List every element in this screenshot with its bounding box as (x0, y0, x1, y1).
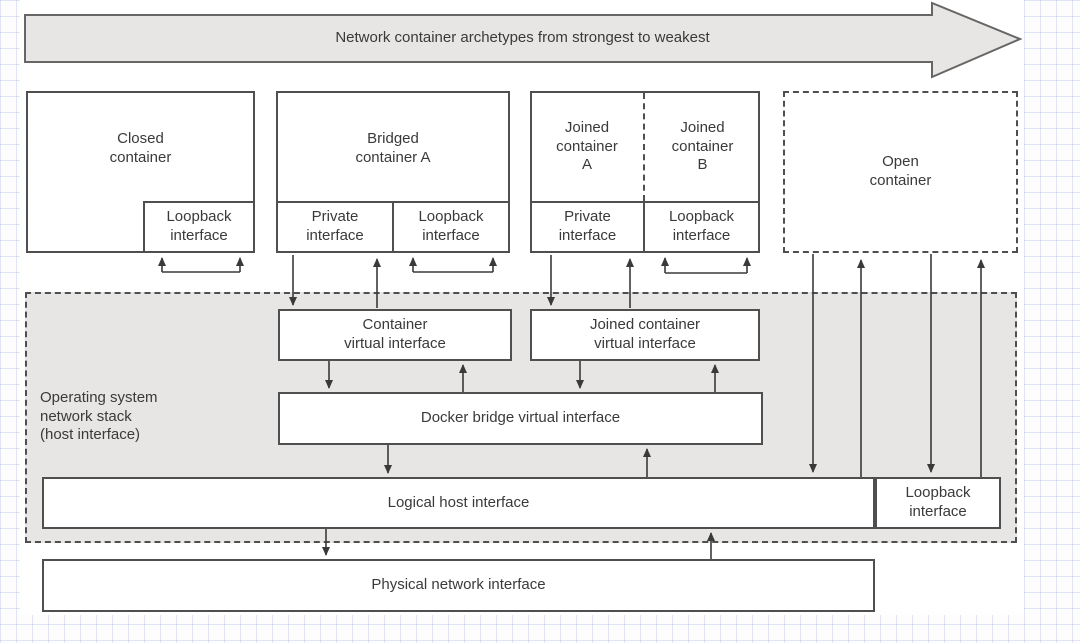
joined-container-divider (643, 93, 645, 201)
container-virtual-interface-box: Container virtual interface (278, 309, 512, 361)
bridged-container-title: Bridged container A (355, 129, 431, 166)
physical-network-interface-label: Physical network interface (371, 576, 546, 594)
container-virtual-interface-label: Container virtual interface (344, 316, 446, 352)
bridged-loopback-interface-cell: Loopback interface (392, 201, 510, 253)
closed-loopback-interface-cell: Loopback interface (143, 201, 255, 253)
bridged-loopback-label: Loopback interface (418, 208, 484, 244)
docker-bridge-virtual-interface-box: Docker bridge virtual interface (278, 392, 763, 445)
bridged-private-label: Private interface (306, 208, 364, 244)
logical-host-interface-label: Logical host interface (387, 493, 530, 511)
open-container-title: Open container (869, 153, 932, 189)
joined-container-virtual-interface-box: Joined container virtual interface (530, 309, 760, 361)
joined-container-b-title: Joined container B (671, 118, 734, 174)
joined-loopback-label: Loopback interface (668, 208, 735, 244)
joined-loopback-interface-cell: Loopback interface (643, 201, 760, 253)
joined-container-a-title: Joined container A (556, 118, 618, 174)
os-network-stack-label: Operating system network stack (host int… (40, 388, 158, 444)
logical-host-interface-box: Logical host interface (42, 477, 875, 529)
joined-private-interface-cell: Private interface (530, 201, 645, 253)
joined-container-virtual-interface-label: Joined container virtual interface (589, 316, 701, 352)
closed-container-title: Closed container (109, 129, 172, 166)
docker-bridge-virtual-interface-label: Docker bridge virtual interface (420, 409, 621, 427)
banner-title: Network container archetypes from strong… (335, 29, 710, 47)
open-container-box: Open container (783, 91, 1018, 253)
host-loopback-interface-label: Loopback interface (905, 484, 971, 520)
closed-loopback-label: Loopback interface (166, 208, 232, 244)
physical-network-interface-box: Physical network interface (42, 559, 875, 612)
joined-private-label: Private interface (558, 208, 617, 244)
host-loopback-interface-box: Loopback interface (875, 477, 1001, 529)
bridged-private-interface-cell: Private interface (276, 201, 394, 253)
